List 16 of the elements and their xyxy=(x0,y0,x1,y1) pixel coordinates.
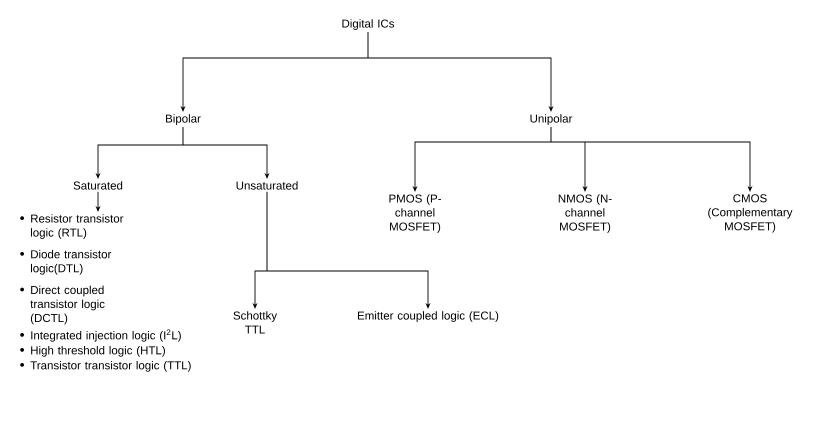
bullet-item: Diode transistor logic(DTL) xyxy=(20,250,112,275)
bullet-item: High threshold logic (HTL) xyxy=(20,346,165,357)
node-label: Saturated xyxy=(74,181,122,190)
node-label: PMOS (P-channel MOSFET) xyxy=(389,194,441,233)
bullet-item: Integrated injection logic (I$^{2}$L) xyxy=(20,329,181,342)
node-label: Unsaturated xyxy=(236,181,298,190)
node-label: NMOS (N-channel MOSFET) xyxy=(558,194,612,233)
bullet-item: Direct coupled transistor logic (DCTL) xyxy=(20,286,105,324)
node-label: Digital ICs xyxy=(342,19,394,30)
node-label: CMOS (Complementary MOSFET) xyxy=(708,194,792,233)
node-label: Emitter coupled logic (ECL) xyxy=(358,311,498,322)
node-label: Unipolar xyxy=(530,114,572,125)
bullet-item: Resistor transistor logic (RTL) xyxy=(20,214,124,239)
node-label: Schottky TTL xyxy=(233,311,278,334)
bullet-item: Transistor transistor logic (TTL) xyxy=(20,360,191,372)
node-label: Bipolar xyxy=(166,114,201,125)
